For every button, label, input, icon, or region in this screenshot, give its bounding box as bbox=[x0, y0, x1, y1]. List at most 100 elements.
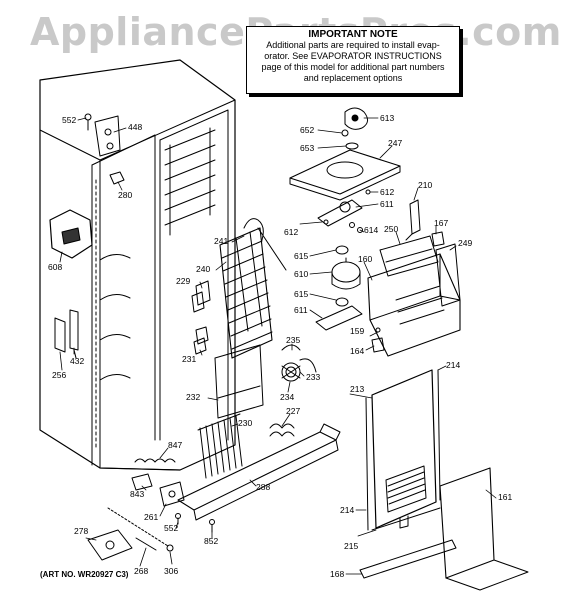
part-label-241: 241 bbox=[214, 236, 228, 246]
part-label-240: 240 bbox=[196, 264, 210, 274]
part-214-strip bbox=[365, 369, 441, 531]
part-label-233: 233 bbox=[306, 372, 320, 382]
part-label-552: 552 bbox=[62, 115, 76, 125]
part-612-screw bbox=[323, 189, 371, 225]
part-label-214-b: 214 bbox=[340, 505, 354, 515]
part-613-fan-blade bbox=[344, 107, 368, 130]
part-label-164: 164 bbox=[350, 346, 364, 356]
part-label-653: 653 bbox=[300, 143, 314, 153]
part-label-249: 249 bbox=[458, 238, 472, 248]
part-label-161: 161 bbox=[498, 492, 512, 502]
part-448-bracket bbox=[94, 115, 121, 157]
part-247-fan-cover bbox=[289, 149, 401, 201]
part-label-232: 232 bbox=[186, 392, 200, 402]
part-label-614: 614 bbox=[364, 225, 378, 235]
part-label-229: 229 bbox=[176, 276, 190, 286]
part-234-heater bbox=[281, 362, 301, 382]
part-label-847: 847 bbox=[168, 440, 182, 450]
part-label-234: 234 bbox=[280, 392, 294, 402]
cabinet-shell bbox=[39, 59, 236, 471]
important-note-line-2: orator. See EVAPORATOR INSTRUCTIONS bbox=[264, 51, 442, 61]
part-label-288: 288 bbox=[256, 482, 270, 492]
part-label-235: 235 bbox=[286, 335, 300, 345]
part-label-652: 652 bbox=[300, 125, 314, 135]
part-164-clip bbox=[371, 337, 385, 353]
part-label-432: 432 bbox=[70, 356, 84, 366]
part-label-231: 231 bbox=[182, 354, 196, 364]
part-611-bracket bbox=[315, 199, 363, 331]
part-235-cap bbox=[281, 344, 301, 351]
part-label-612: 612 bbox=[380, 187, 394, 197]
part-168-rail bbox=[359, 539, 457, 579]
part-231-block bbox=[193, 326, 209, 355]
part-label-250: 250 bbox=[384, 224, 398, 234]
part-label-215: 215 bbox=[344, 541, 358, 551]
part-847-spring bbox=[134, 458, 176, 463]
part-261-fitting bbox=[159, 481, 185, 507]
part-label-613: 613 bbox=[380, 113, 394, 123]
part-label-213: 213 bbox=[350, 384, 364, 394]
part-label-214: 214 bbox=[446, 360, 460, 370]
part-241-tube bbox=[243, 218, 287, 271]
part-213-panel bbox=[371, 369, 437, 529]
part-label-278: 278 bbox=[74, 526, 88, 536]
important-note-title: IMPORTANT NOTE bbox=[308, 29, 398, 40]
part-160-housing bbox=[367, 253, 461, 357]
part-614-grommet bbox=[349, 222, 363, 233]
art-number: (ART NO. WR20927 C3) bbox=[40, 570, 129, 579]
part-227-clip bbox=[269, 423, 295, 437]
part-label-612-b: 612 bbox=[284, 227, 298, 237]
part-250-damper bbox=[379, 235, 439, 277]
part-167-clip bbox=[431, 231, 445, 247]
part-161-cover bbox=[439, 467, 529, 591]
part-label-168: 168 bbox=[330, 569, 344, 579]
part-label-843: 843 bbox=[130, 489, 144, 499]
important-note-line-3: page of this model for additional part n… bbox=[261, 62, 445, 72]
important-note-box: IMPORTANT NOTE Additional parts are requ… bbox=[246, 26, 460, 94]
part-label-852: 852 bbox=[204, 536, 218, 546]
part-843-clip bbox=[131, 473, 153, 491]
part-852-screw bbox=[209, 519, 215, 533]
part-240-evaporator bbox=[219, 227, 273, 359]
part-label-448: 448 bbox=[128, 122, 142, 132]
part-215-rail bbox=[371, 507, 441, 531]
part-label-615: 615 bbox=[294, 251, 308, 261]
part-230-heater-rods bbox=[197, 413, 243, 479]
part-552-screw bbox=[84, 113, 92, 131]
part-label-210: 210 bbox=[418, 180, 432, 190]
part-232-panel bbox=[214, 344, 264, 419]
part-number-labels: 552 448 280 608 432 256 241 240 229 231 … bbox=[48, 113, 512, 579]
part-label-247: 247 bbox=[388, 138, 402, 148]
part-label-280: 280 bbox=[118, 190, 132, 200]
part-label-552-b: 552 bbox=[164, 523, 178, 533]
part-288-trough bbox=[177, 423, 341, 521]
part-label-611: 611 bbox=[380, 199, 394, 209]
part-256-bracket bbox=[54, 317, 66, 353]
part-615-bushing bbox=[335, 245, 349, 307]
part-210-bracket bbox=[405, 199, 421, 241]
part-label-227: 227 bbox=[286, 406, 300, 416]
part-280-plug bbox=[109, 171, 125, 185]
part-label-608: 608 bbox=[48, 262, 62, 272]
part-653-washer bbox=[345, 142, 359, 150]
part-label-160: 160 bbox=[358, 254, 372, 264]
important-note-line-1: Additional parts are required to install… bbox=[266, 40, 440, 50]
part-label-167: 167 bbox=[434, 218, 448, 228]
part-229-blocks bbox=[191, 280, 211, 313]
part-610-fan-motor bbox=[331, 257, 361, 290]
part-label-610: 610 bbox=[294, 269, 308, 279]
part-159-screw bbox=[375, 327, 381, 333]
part-306-washer bbox=[166, 544, 174, 552]
part-label-306: 306 bbox=[164, 566, 178, 576]
part-652-nut bbox=[341, 129, 349, 137]
part-label-615-b: 615 bbox=[294, 289, 308, 299]
part-608-detail bbox=[49, 209, 93, 259]
part-label-256: 256 bbox=[52, 370, 66, 380]
leader-lines bbox=[59, 117, 497, 575]
important-note-line-4: and replacement options bbox=[303, 73, 403, 83]
part-278-hinge bbox=[87, 529, 133, 561]
part-label-230: 230 bbox=[238, 418, 252, 428]
part-233-wire bbox=[299, 358, 317, 373]
